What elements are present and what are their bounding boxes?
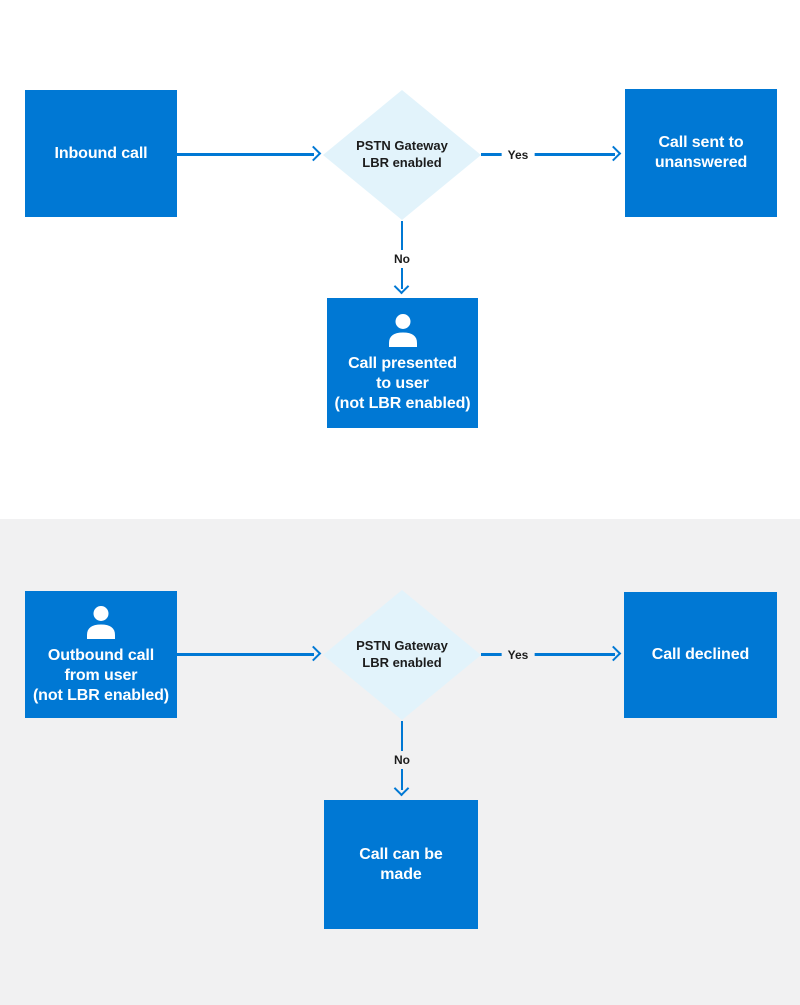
edge-label-no: No <box>388 250 416 268</box>
node-label: Inbound call <box>54 144 148 162</box>
connector-decision-yes-inbound <box>481 153 615 156</box>
arrowhead-icon <box>305 145 322 162</box>
node-inbound-call: Inbound call <box>25 90 177 217</box>
arrowhead-icon <box>393 278 410 295</box>
node-call-presented-to-user: Call presented to user (not LBR enabled) <box>327 298 478 428</box>
node-label: Call presented to user (not LBR enabled) <box>334 355 471 412</box>
node-label: Outbound call from user (not LBR enabled… <box>32 646 170 704</box>
decision-label: PSTN Gateway LBR enabled <box>356 638 448 670</box>
edge-label-yes: Yes <box>501 146 535 164</box>
connector-outbound-to-decision <box>177 653 314 656</box>
connector-decision-yes-outbound <box>481 653 615 656</box>
node-outbound-call-from-user: Outbound call from user (not LBR enabled… <box>25 591 177 718</box>
node-call-declined: Call declined <box>624 592 777 718</box>
node-pstn-gateway-decision-inbound: PSTN Gateway LBR enabled <box>323 90 481 220</box>
node-label: Call can be made <box>359 845 443 883</box>
node-label: Call sent to unanswered <box>654 134 748 171</box>
connector-inbound-to-decision <box>177 153 314 156</box>
user-icon <box>388 314 417 347</box>
edge-label-no: No <box>388 751 416 769</box>
user-icon <box>87 605 115 639</box>
arrowhead-icon <box>605 145 622 162</box>
node-call-sent-to-unanswered: Call sent to unanswered <box>625 89 777 217</box>
edge-label-yes: Yes <box>501 646 535 664</box>
node-label: Call declined <box>651 646 750 663</box>
decision-label: PSTN Gateway LBR enabled <box>356 138 448 170</box>
node-call-can-be-made: Call can be made <box>324 800 478 929</box>
